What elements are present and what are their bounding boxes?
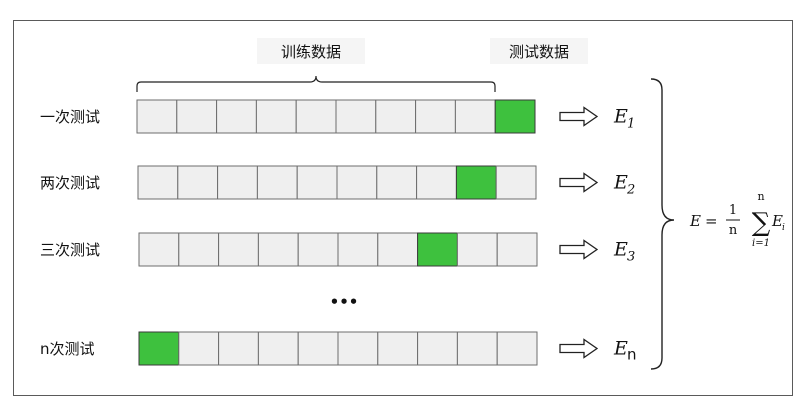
row-error-subscript: 1 bbox=[627, 117, 635, 132]
test-fold-cell bbox=[417, 232, 458, 267]
train-fold-cell bbox=[218, 232, 259, 267]
ellipsis: ••• bbox=[330, 293, 359, 311]
train-fold-cell bbox=[416, 165, 457, 200]
train-label-bg bbox=[257, 38, 365, 64]
diagram-frame bbox=[13, 20, 793, 396]
train-fold-cell bbox=[456, 331, 498, 366]
train-fold-cell bbox=[257, 331, 299, 366]
row-error-label: E bbox=[613, 239, 628, 261]
formula-sum-symbol: ∑ bbox=[752, 208, 771, 238]
test-fold-cell bbox=[455, 165, 497, 200]
test-fold-cell bbox=[494, 99, 536, 134]
row-label: n次测试 bbox=[40, 340, 95, 358]
row-error-label: E bbox=[613, 338, 628, 360]
train-fold-cell bbox=[257, 232, 299, 267]
formula-numerator: 1 bbox=[729, 203, 737, 218]
formula-sum-top: n bbox=[757, 190, 764, 203]
train-fold-cell bbox=[256, 165, 298, 200]
train-fold-cell bbox=[136, 99, 178, 134]
test-fold-cell bbox=[138, 331, 180, 366]
row-error-subscript: 2 bbox=[626, 183, 635, 198]
row-error-subscript: n bbox=[627, 346, 637, 364]
hollow-arrow-icon bbox=[559, 239, 599, 260]
train-fold-cell bbox=[375, 99, 417, 134]
test-data-label: 测试数据 bbox=[509, 43, 569, 61]
train-fold-cell bbox=[176, 99, 218, 134]
train-fold-cell bbox=[335, 99, 377, 134]
train-fold-cell bbox=[178, 331, 220, 366]
train-fold-cell bbox=[337, 331, 379, 366]
hollow-arrow-icon bbox=[559, 106, 599, 127]
train-fold-cell bbox=[178, 232, 220, 267]
train-fold-cell bbox=[336, 165, 378, 200]
train-fold-cell bbox=[297, 331, 339, 366]
train-fold-cell bbox=[496, 232, 538, 267]
row-label: 三次测试 bbox=[40, 241, 100, 259]
row-label: 两次测试 bbox=[40, 174, 100, 192]
row-error-label: E bbox=[613, 106, 628, 128]
hollow-arrow-icon bbox=[559, 172, 599, 193]
formula-lhs: E bbox=[689, 212, 701, 230]
train-fold-cell bbox=[456, 232, 498, 267]
row-error-label: E bbox=[613, 172, 628, 194]
train-fold-cell bbox=[454, 99, 496, 134]
train-fold-cell bbox=[138, 232, 180, 267]
formula-term-sub: i bbox=[782, 223, 785, 233]
train-fold-cell bbox=[137, 165, 179, 200]
train-fold-cell bbox=[218, 331, 259, 366]
train-fold-cell bbox=[377, 331, 419, 366]
train-fold-cell bbox=[216, 99, 257, 134]
formula-term: E bbox=[771, 212, 783, 230]
hollow-arrow-icon bbox=[559, 338, 599, 359]
train-fold-cell bbox=[217, 165, 258, 200]
train-data-brace bbox=[136, 75, 496, 92]
train-data-label: 训练数据 bbox=[281, 43, 341, 61]
train-fold-cell bbox=[337, 232, 379, 267]
formula-denominator: n bbox=[729, 223, 738, 238]
train-fold-cell bbox=[177, 165, 219, 200]
train-fold-cell bbox=[415, 99, 456, 134]
errors-brace bbox=[650, 78, 675, 370]
test-label-bg bbox=[490, 38, 588, 64]
train-fold-cell bbox=[296, 165, 338, 200]
train-fold-cell bbox=[376, 165, 418, 200]
train-fold-cell bbox=[255, 99, 297, 134]
train-fold-cell bbox=[496, 331, 538, 366]
row-label: 一次测试 bbox=[40, 108, 100, 126]
row-error-subscript: 3 bbox=[627, 250, 635, 265]
train-fold-cell bbox=[417, 331, 458, 366]
formula-equals: = bbox=[705, 212, 718, 230]
average-error-formula: E = 1 n n ∑ i=1 E i bbox=[689, 190, 785, 249]
train-fold-cell bbox=[495, 165, 537, 200]
formula-sum-bottom: i=1 bbox=[752, 238, 770, 249]
train-fold-cell bbox=[297, 232, 339, 267]
train-fold-cell bbox=[377, 232, 419, 267]
train-fold-cell bbox=[295, 99, 337, 134]
